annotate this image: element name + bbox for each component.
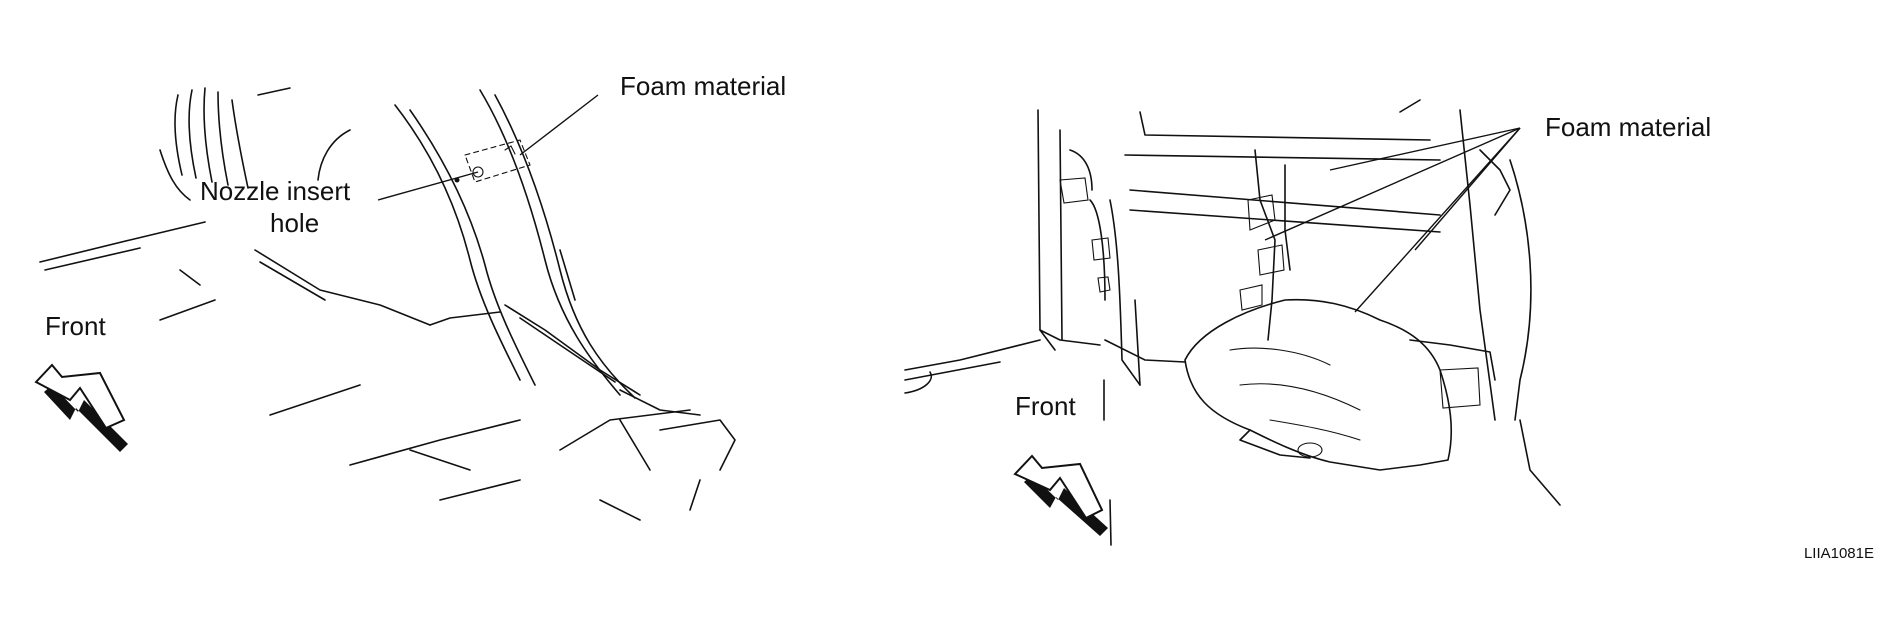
left-nozzle-leader-line	[377, 171, 479, 201]
right-front-arrow-icon	[1013, 454, 1108, 536]
right-foam-leader-lines	[1264, 127, 1521, 313]
figure-id-label: LIIA1081E	[1804, 545, 1874, 562]
left-foam-material-label: Foam material	[620, 71, 786, 101]
left-front-arrow-icon	[34, 363, 128, 452]
left-nozzle-insert-label: Nozzle insert	[200, 176, 351, 206]
left-nozzle-hole-label: hole	[270, 208, 319, 238]
right-body-structure-drawing	[904, 99, 1561, 546]
right-front-label: Front	[1015, 391, 1076, 421]
left-foam-leader-line	[519, 94, 599, 156]
left-body-structure-drawing	[39, 87, 736, 521]
right-panel: Foam material Front	[904, 99, 1711, 546]
left-panel: Foam material Nozzle insert hole Front	[34, 71, 786, 521]
right-foam-material-label: Foam material	[1545, 112, 1711, 142]
left-front-label: Front	[45, 311, 106, 341]
